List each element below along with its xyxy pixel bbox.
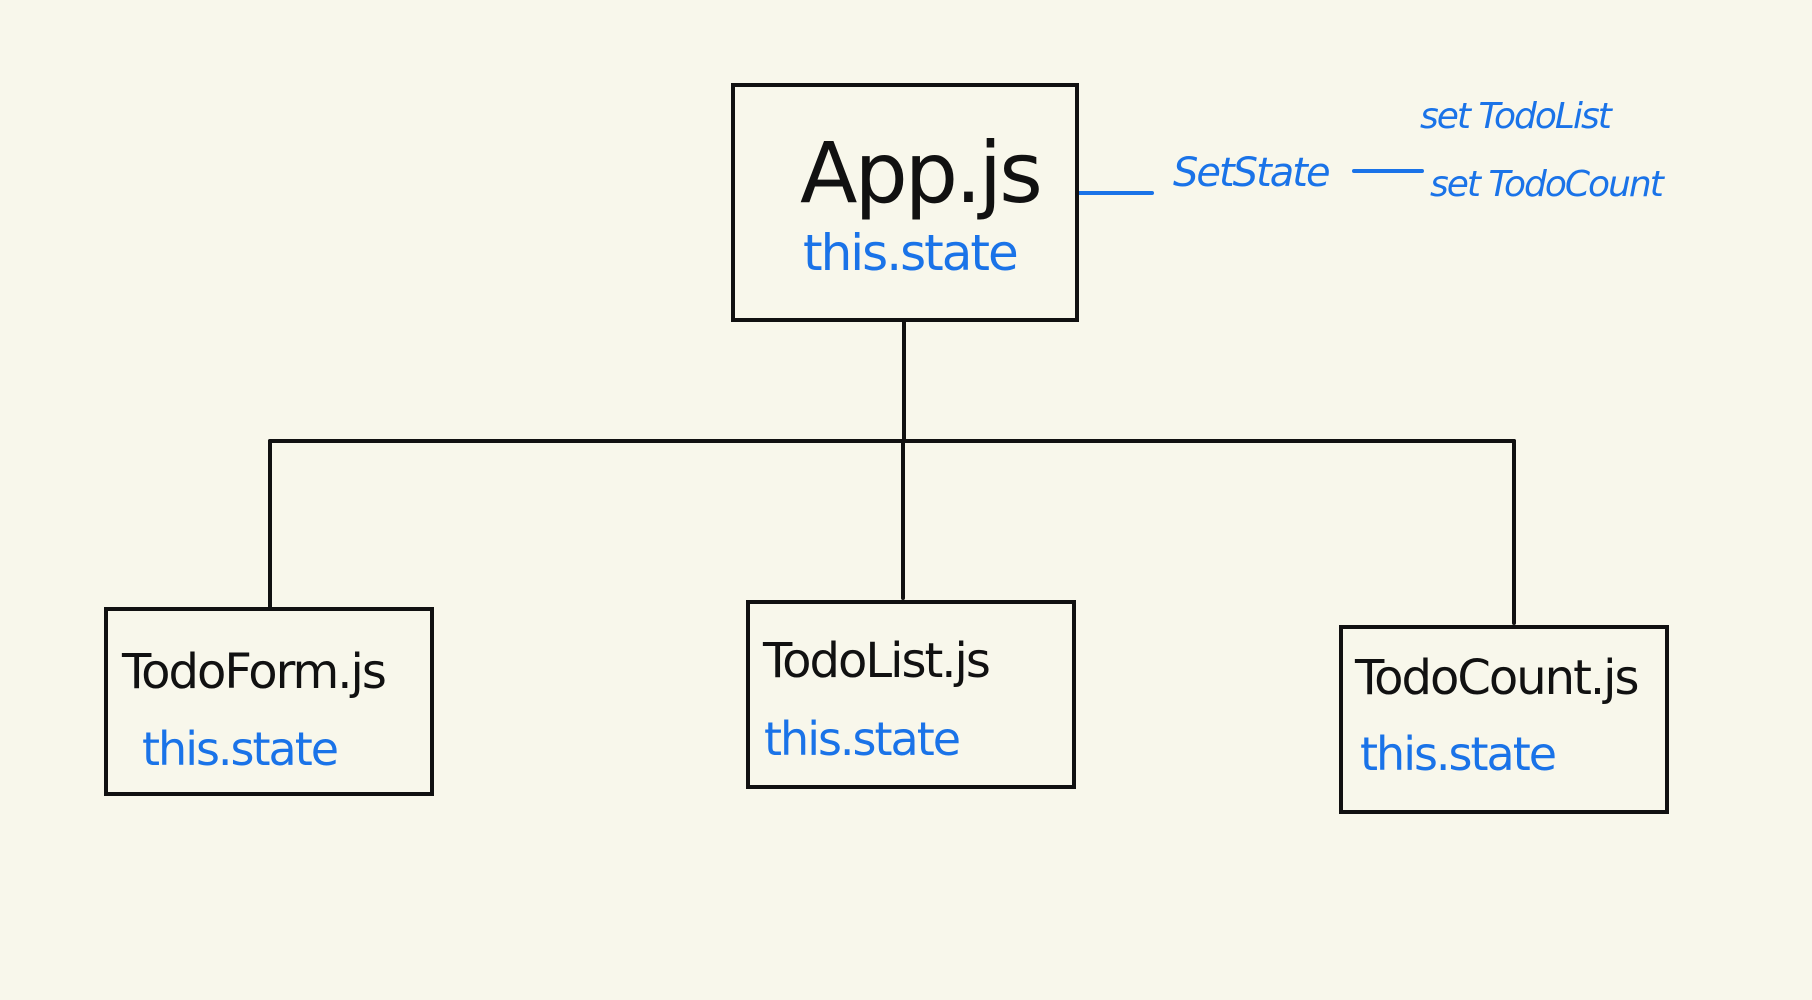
- setstate-annotation: SetState set TodoList set TodoCount: [1173, 96, 1668, 205]
- app-box-border: [731, 83, 1079, 322]
- todoform-box-border: [104, 607, 434, 796]
- todocount-state: this.state: [1360, 727, 1555, 781]
- app-state: this.state: [803, 224, 1017, 282]
- todoform-state: this.state: [142, 722, 337, 776]
- app-title: App.js: [800, 124, 1040, 222]
- todolist-state: this.state: [764, 712, 959, 766]
- setstate-connectors: [1075, 169, 1424, 195]
- todocount-component-box: TodoCount.js this.state: [1339, 625, 1669, 814]
- todolist-box-border: [746, 600, 1076, 789]
- app-component-box: App.js this.state: [731, 83, 1079, 322]
- set-todolist-method: set TodoList: [1420, 96, 1614, 137]
- todolist-component-box: TodoList.js this.state: [746, 600, 1076, 789]
- todocount-title: TodoCount.js: [1354, 650, 1638, 706]
- set-todocount-method: set TodoCount: [1430, 164, 1666, 205]
- tree-connectors: [268, 318, 1516, 625]
- setstate-label: SetState: [1173, 150, 1329, 196]
- todocount-box-border: [1339, 625, 1669, 814]
- todolist-title: TodoList.js: [762, 633, 989, 689]
- todoform-title: TodoForm.js: [121, 644, 385, 700]
- todoform-component-box: TodoForm.js this.state: [104, 607, 434, 796]
